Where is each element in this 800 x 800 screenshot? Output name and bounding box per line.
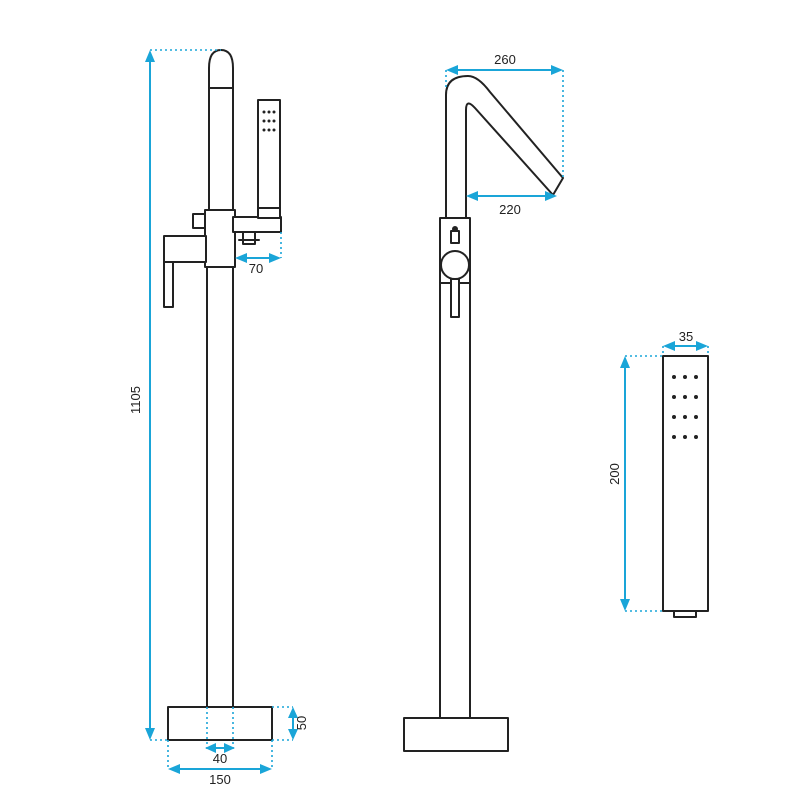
front-hand-shower <box>257 99 281 219</box>
front-base <box>167 706 273 741</box>
dim-hand-shower-height-label: 200 <box>607 463 622 485</box>
front-lever <box>163 261 174 308</box>
side-lever <box>450 278 460 318</box>
dim-total-height-label: 1105 <box>128 386 143 414</box>
side-view <box>403 75 564 752</box>
front-spout-arm <box>232 216 282 233</box>
detail-nozzles <box>672 375 698 439</box>
side-base <box>403 717 509 752</box>
front-holder-connector <box>242 231 256 245</box>
hand-shower-dimensions: 35 200 <box>607 329 709 612</box>
front-column <box>206 264 234 708</box>
side-dimensions: 260 220 <box>445 52 564 217</box>
dim-spout-reach-outer-label: 260 <box>494 52 516 67</box>
front-lever-block <box>163 235 207 263</box>
detail-hand-shower <box>662 355 709 612</box>
dim-base-height-label: 50 <box>294 716 309 730</box>
dim-spout-depth-label: 70 <box>249 261 263 276</box>
front-mixer-body <box>204 209 236 268</box>
front-dimensions: 1105 70 50 40 150 <box>128 49 309 787</box>
dim-spout-reach-inner-label: 220 <box>499 202 521 217</box>
side-knob <box>440 250 470 280</box>
detail-hand-shower-outlet <box>673 610 697 618</box>
front-hand-shower-nozzles <box>262 110 276 132</box>
dim-pipe-diameter-label: 40 <box>213 751 227 766</box>
front-view <box>163 49 282 741</box>
side-top-control <box>450 230 460 244</box>
front-valve-knob <box>192 213 206 229</box>
dim-hand-shower-width-label: 35 <box>679 329 693 344</box>
front-spout-top <box>208 49 234 211</box>
side-column <box>439 282 471 719</box>
hand-shower-detail <box>662 355 709 618</box>
side-spout <box>445 75 564 219</box>
dim-base-width-label: 150 <box>209 772 231 787</box>
